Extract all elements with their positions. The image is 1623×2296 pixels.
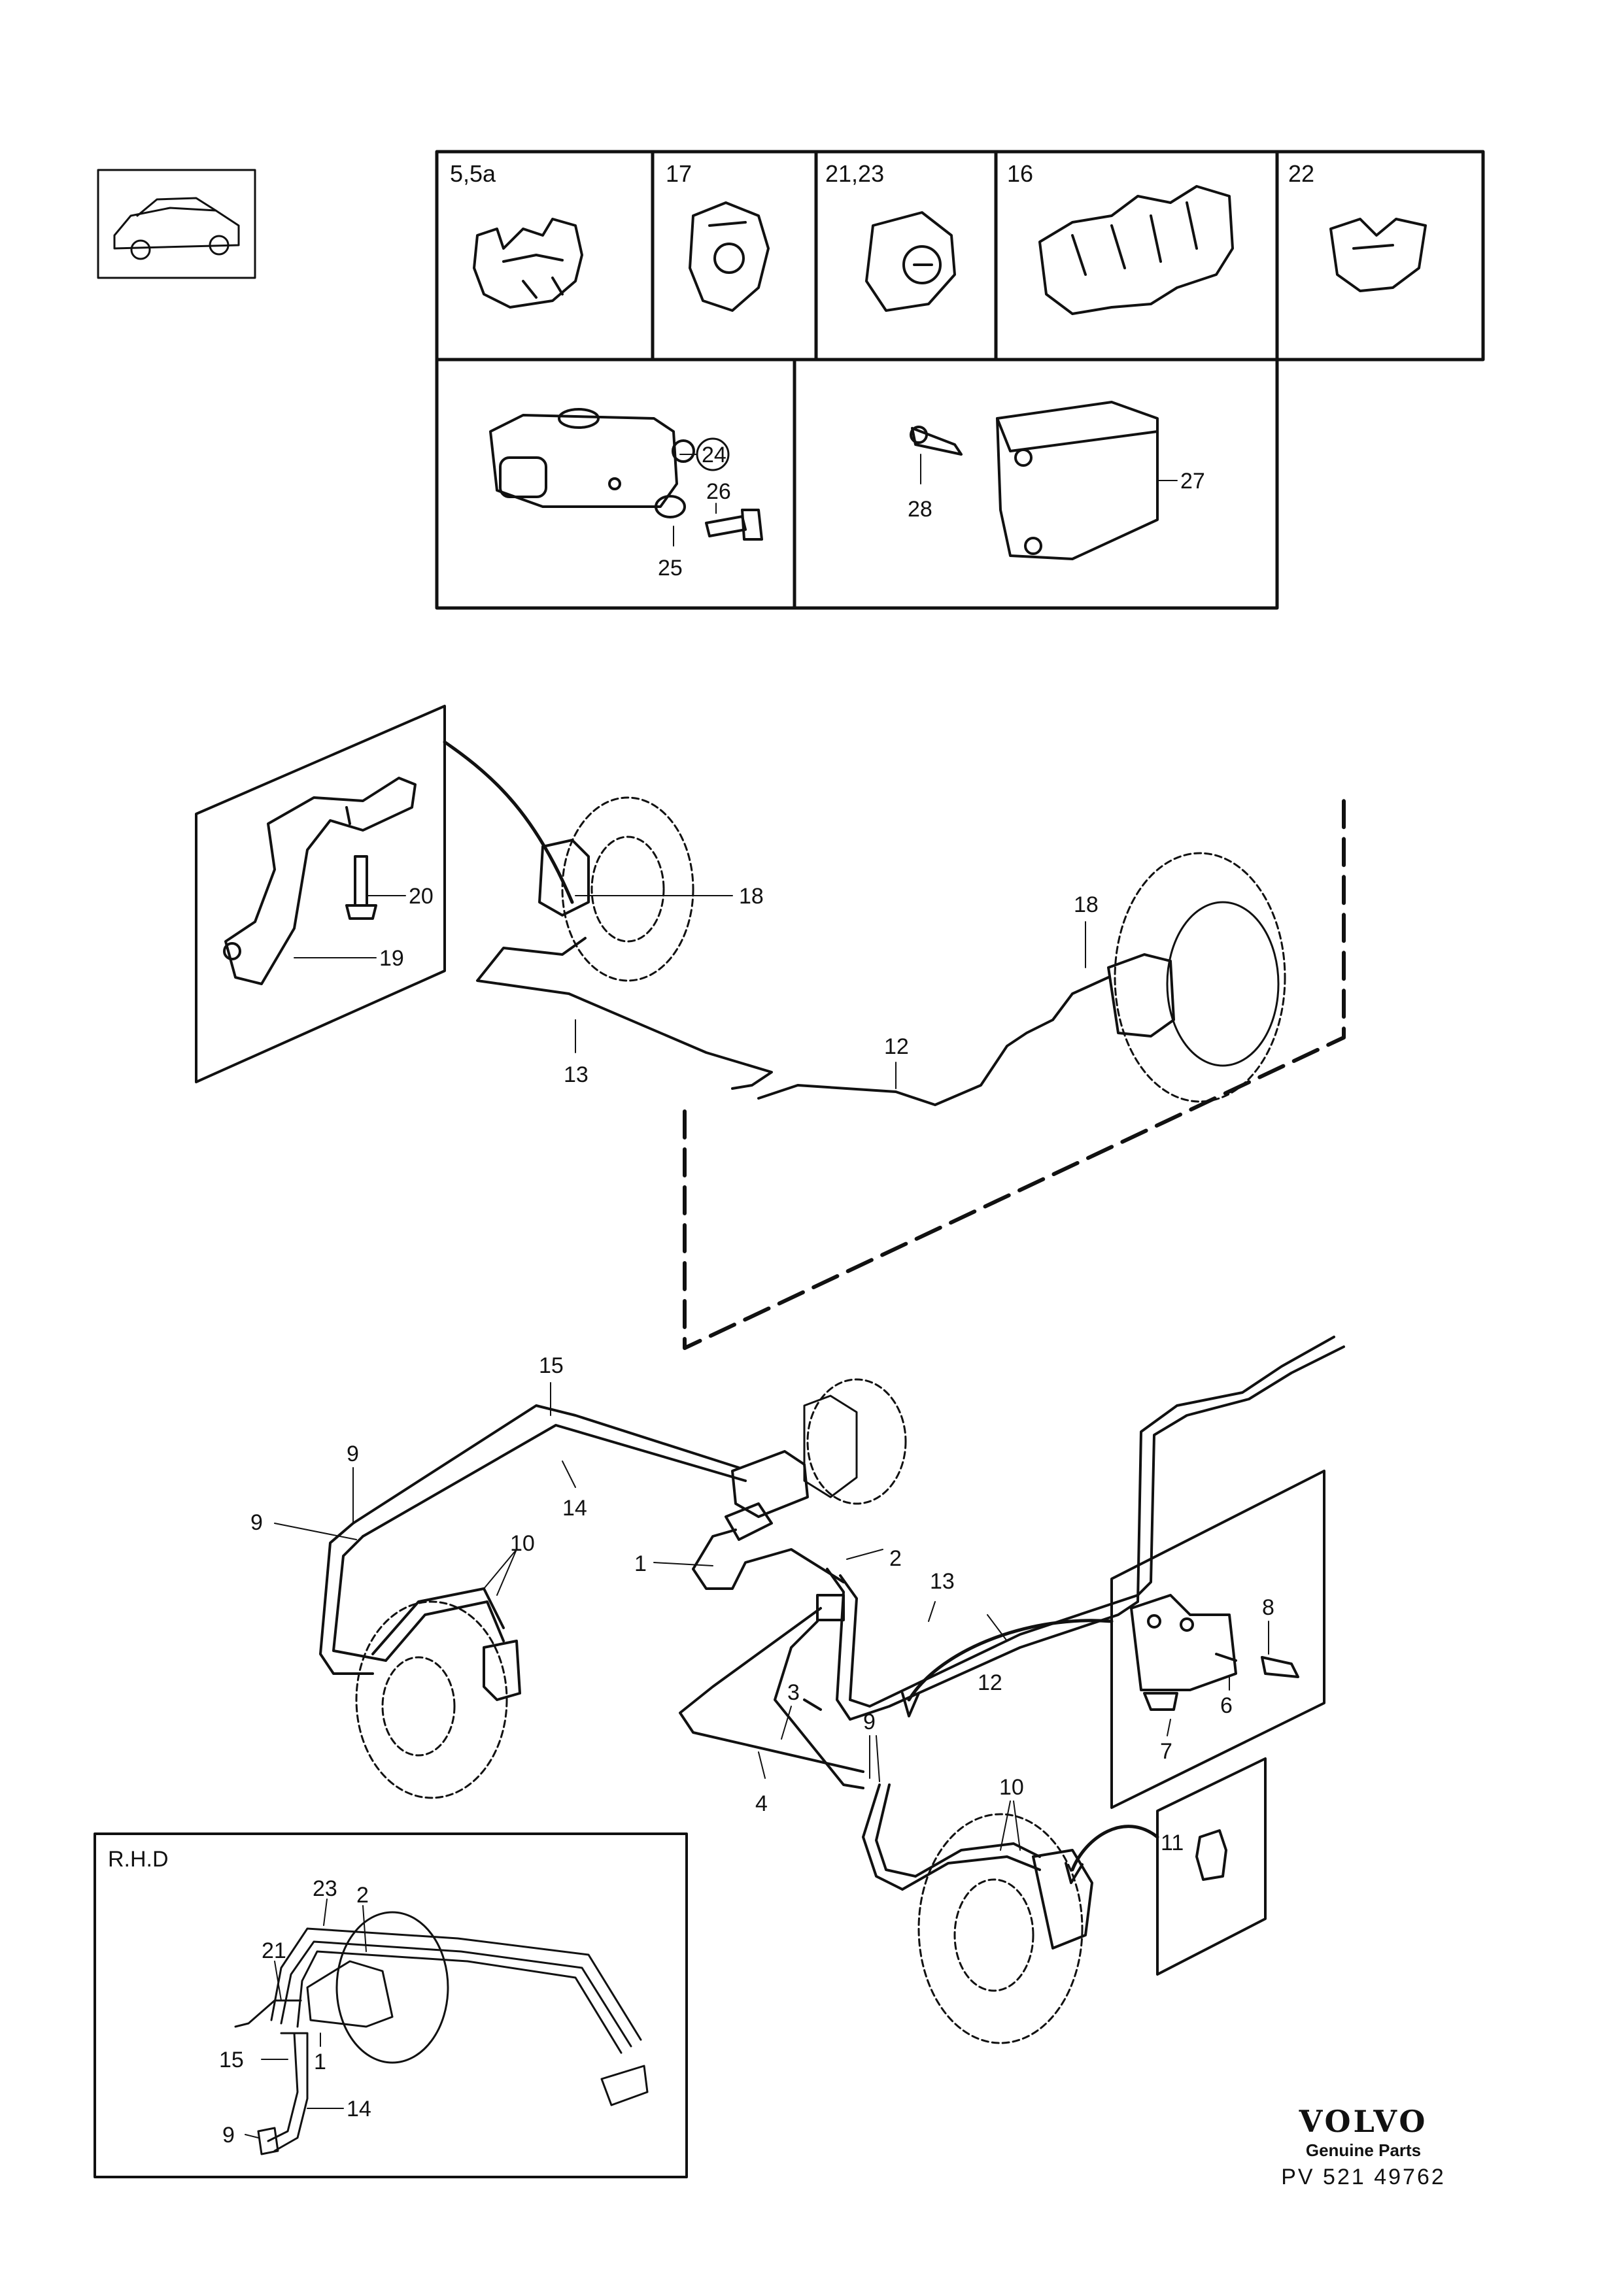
cell-label-22: 22: [1288, 160, 1314, 187]
diagram-code: PV 521 49762: [1281, 2165, 1446, 2189]
rear-right-caliper: [1107, 953, 1175, 1038]
handbrake-cable: [443, 740, 574, 904]
callout-11: 11: [1161, 1831, 1184, 1855]
bracket-inset-lower: [1110, 1470, 1325, 1809]
callout-9-front: 9: [863, 1710, 876, 1734]
arrow-head-a: [901, 1692, 920, 1717]
callout-15: 15: [539, 1353, 564, 1378]
clip-5-5a-drawing: [473, 218, 583, 309]
parts-box-labels: 5,5a 17 21,23 16 22: [450, 160, 1314, 187]
master-cylinder: [725, 1450, 809, 1541]
callout-7: 7: [1160, 1739, 1172, 1764]
front-right-caliper: [1032, 1849, 1093, 1950]
clip-22-drawing: [1329, 218, 1427, 292]
volvo-genuine-parts-block: VOLVO Genuine Parts PV 521 49762: [1278, 2104, 1448, 2190]
car-thumbnail: [97, 169, 256, 279]
rear-right-hub: [1166, 901, 1280, 1067]
callout-numbers: 24 25 26 27 28 18 18 19 20 13 12 15 14 9…: [250, 437, 1274, 1855]
bracket-assembly-drawing: [910, 401, 1159, 560]
valve-assembly-drawing: [489, 408, 763, 541]
callout-18-left: 18: [739, 884, 764, 909]
front-brake-pipes: [319, 1336, 1345, 1891]
callout-25: 25: [658, 556, 683, 581]
callout-26: 26: [706, 479, 731, 504]
cell-label-17: 17: [666, 160, 692, 187]
clip-16-drawing: [1038, 185, 1234, 315]
cell-label-5-5a: 5,5a: [450, 160, 496, 187]
callout-10-left: 10: [510, 1531, 535, 1556]
callout-13-rear: 13: [564, 1062, 589, 1087]
rear-right-brake-disc: [1114, 852, 1286, 1103]
rhd-label-9: 9: [222, 2123, 235, 2148]
dashed-split-panel: [683, 799, 1346, 1350]
callout-18-right: 18: [1074, 892, 1099, 917]
front-right-brake-disc: [917, 1813, 1084, 2044]
rhd-label-2: 2: [356, 1883, 369, 1908]
rear-left-caliper: [538, 839, 590, 917]
callout-9-left: 9: [250, 1510, 263, 1535]
rhd-inset-title: R.H.D: [108, 1847, 169, 1872]
rhd-inset-labels: R.H.D 23 2 21 15 1 14 9: [108, 1847, 371, 2148]
arrow-head-b: [1065, 1862, 1084, 1884]
callout-28: 28: [908, 497, 932, 522]
brake-servo-booster: [803, 1378, 907, 1505]
callout-6: 6: [1220, 1693, 1233, 1718]
cell-label-16: 16: [1007, 160, 1033, 187]
callout-4: 4: [755, 1791, 768, 1816]
cell-label-21-23: 21,23: [825, 160, 884, 187]
callout-19: 19: [379, 946, 404, 971]
genuine-parts-label: Genuine Parts: [1305, 2140, 1422, 2160]
parts-box: [435, 150, 1485, 610]
callout-8: 8: [1262, 1595, 1274, 1620]
front-left-caliper: [483, 1640, 521, 1701]
arrow-bleeder-to-caliper: [1070, 1825, 1159, 1872]
rhd-label-14: 14: [347, 2097, 371, 2121]
callout-circle-24: [696, 437, 730, 471]
rhd-inset-pipes: [234, 1911, 649, 2155]
rhd-inset-frame: [94, 1832, 688, 2178]
grommet-21-23-drawing: [865, 211, 956, 312]
bracket-inset-upper: [195, 705, 446, 1083]
line-junction-block: [816, 1594, 845, 1621]
callout-20: 20: [409, 884, 434, 909]
volvo-logo: VOLVO: [1299, 2104, 1428, 2139]
rhd-label-21: 21: [262, 1938, 286, 1963]
bleeder-inset: [1156, 1757, 1267, 1976]
rear-left-brake-disc: [561, 796, 694, 982]
front-left-brake-disc: [355, 1600, 508, 1799]
callout-2: 2: [889, 1546, 902, 1571]
callout-1: 1: [634, 1551, 647, 1576]
callout-12-rear: 12: [884, 1034, 909, 1059]
callout-10-front: 10: [999, 1775, 1024, 1800]
callout-3: 3: [787, 1680, 800, 1705]
clip-17-drawing: [689, 201, 770, 312]
callout-12-front: 12: [978, 1670, 1002, 1695]
rhd-label-23: 23: [313, 1876, 337, 1901]
callout-24: 24: [702, 443, 726, 467]
brake-pipe-12-rear: [757, 976, 1110, 1106]
brake-pipe-13-rear: [476, 937, 773, 1090]
arrow-bracket-to-caliper: [907, 1619, 1114, 1702]
callout-9-top: 9: [347, 1442, 359, 1466]
callout-13-front: 13: [930, 1569, 955, 1594]
rhd-label-1: 1: [314, 2050, 326, 2074]
leader-lines: [245, 454, 1269, 2138]
callout-27: 27: [1180, 469, 1205, 494]
rhd-label-15: 15: [219, 2048, 244, 2072]
callout-14: 14: [562, 1496, 587, 1521]
